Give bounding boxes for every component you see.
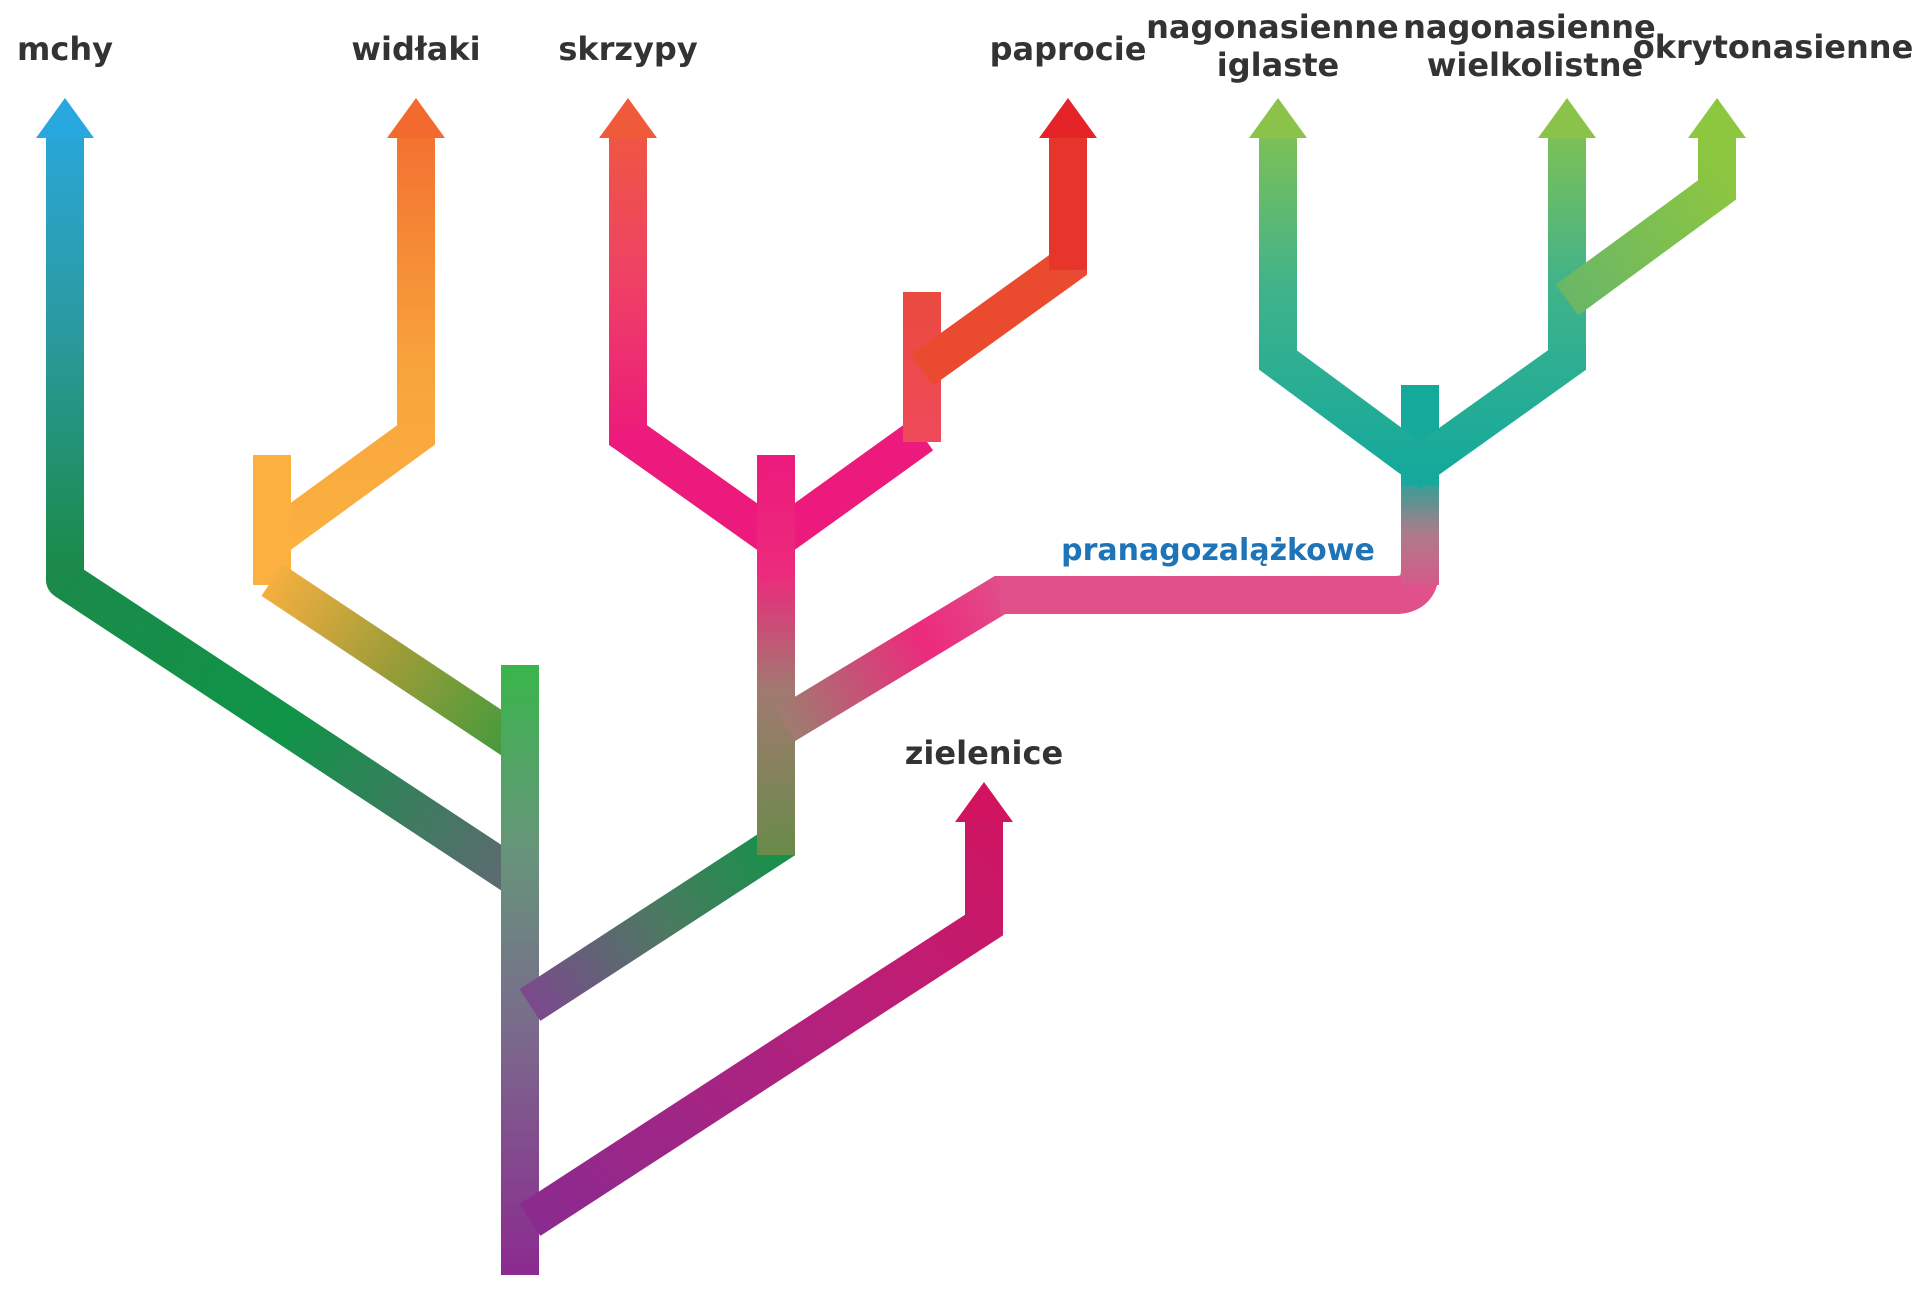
arrowhead-skrzypy xyxy=(599,98,657,138)
label-zielenice: zielenice xyxy=(905,734,1063,772)
arrowhead-zielenice xyxy=(955,782,1013,822)
label-skrzypy: skrzypy xyxy=(558,30,698,68)
label-nagonasienne-wielkolistne: nagonasienne wielkolistne xyxy=(1403,8,1667,84)
label-mchy: mchy xyxy=(17,30,113,68)
branch-mchy xyxy=(36,98,531,896)
branch-zielenice xyxy=(519,782,1013,1236)
label-widlaki: widłaki xyxy=(351,30,480,68)
arrowhead-paprocie xyxy=(1039,98,1097,138)
arrowhead-nagonasienne-wielkolistne xyxy=(1538,98,1596,138)
arrowhead-okrytonasienne xyxy=(1688,98,1746,138)
branch-widlaki xyxy=(253,98,531,761)
label-okrytonasienne: okrytonasienne xyxy=(1633,28,1914,66)
label-nagonasienne-iglaste: nagonasienne iglaste xyxy=(1146,8,1410,84)
arrowhead-mchy xyxy=(36,98,94,138)
branch-pranagozalazkowe xyxy=(775,470,1439,742)
branch-paprocie xyxy=(903,98,1097,442)
label-pranagozalazkowe: pranagozalążkowe xyxy=(1061,533,1375,568)
arrowhead-widlaki xyxy=(387,98,445,138)
branch-nagonasienne xyxy=(1249,98,1596,489)
arrowhead-nagonasienne-iglaste xyxy=(1249,98,1307,138)
branch-okrytonasienne xyxy=(1555,98,1746,316)
trunk xyxy=(501,665,539,1275)
branch-trunk-to-ferns xyxy=(519,820,795,1021)
branch-skrzypy xyxy=(599,98,941,855)
label-paprocie: paprocie xyxy=(990,30,1147,68)
